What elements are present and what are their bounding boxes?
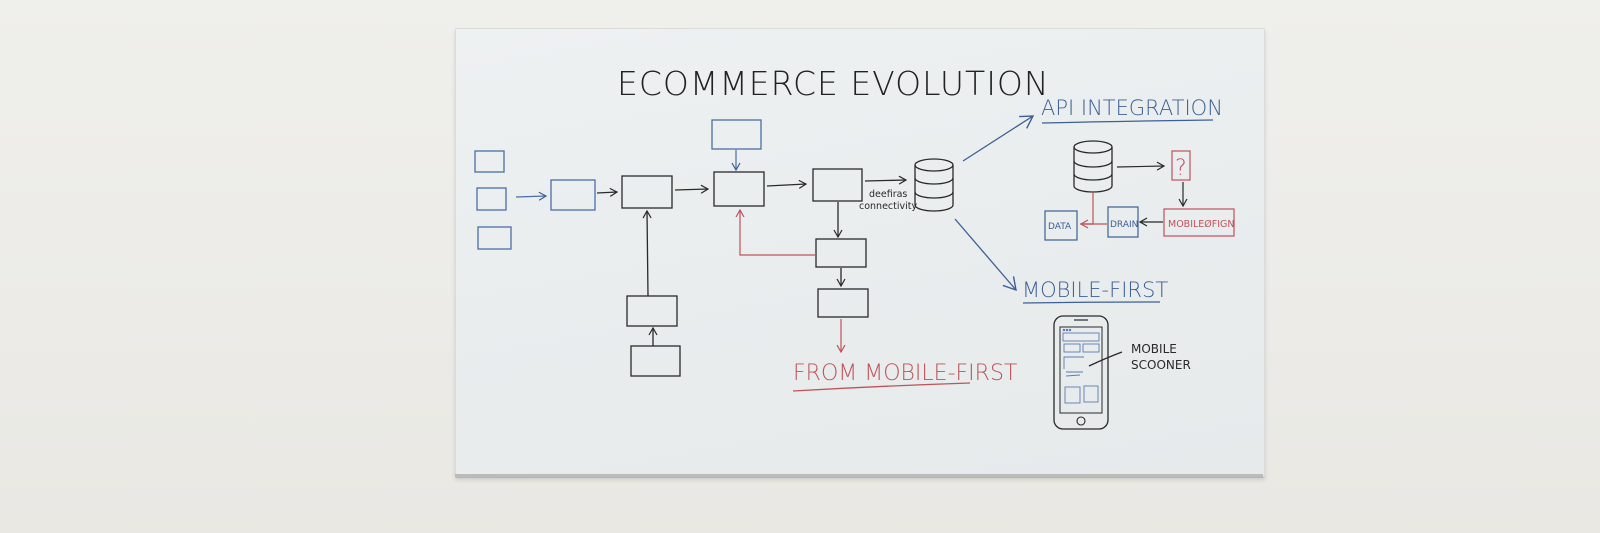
drain-label: DRAIN [1110, 220, 1138, 230]
whiteboard-tray-edge [455, 474, 1263, 477]
flow-box-4 [812, 168, 863, 202]
flow-box-5 [626, 295, 678, 327]
arrow-db-to-question [1116, 161, 1166, 171]
footer-underline [792, 382, 971, 392]
drain-box [1107, 206, 1139, 238]
arrow-box2-to-box3 [674, 184, 710, 194]
smartphone-icon [1053, 315, 1109, 430]
footer-label: FROM MOBILE-FIRST [793, 361, 1017, 386]
flow-box-1 [550, 179, 596, 211]
mobile-first-heading: MOBILE-FIRST [1022, 278, 1168, 302]
phone-label-line2: SCOONER [1131, 358, 1191, 372]
arrow-up-to-box2 [642, 209, 652, 297]
arrow-inputs-to-box1 [515, 191, 548, 201]
database-icon [914, 158, 954, 212]
mobile-design-box [1163, 208, 1235, 237]
input-box-1 [474, 150, 505, 173]
board-title: ECOMMERCE EVOLUTION [617, 64, 1050, 103]
flow-box-3 [713, 171, 765, 207]
mobile-design-label: MOBILEØFIGN [1168, 219, 1235, 230]
data-label: DATA [1048, 222, 1072, 232]
connector-label-line2: connectivity [859, 201, 917, 212]
flow-box-8 [817, 288, 869, 318]
flow-box-7 [815, 238, 867, 268]
api-heading-underline [1041, 119, 1214, 124]
flow-box-2 [621, 175, 673, 209]
phone-label-line1: MOBILE [1131, 342, 1177, 356]
data-box [1044, 210, 1078, 241]
db-to-data-connector [1080, 192, 1094, 225]
question-box [1171, 150, 1191, 181]
arrow-to-mobile-first [954, 218, 1017, 292]
arrow-box3-to-box4 [766, 179, 808, 189]
flow-box-6 [630, 345, 681, 377]
input-box-3 [477, 226, 512, 250]
arrow-box4-to-database [864, 175, 908, 185]
mobile-heading-underline [1022, 301, 1161, 304]
feedback-loop-arrow [735, 208, 816, 256]
input-boxes [474, 150, 512, 250]
question-mark-icon: ? [1175, 156, 1187, 181]
connector-label-line1: deefiras [869, 189, 907, 200]
api-database-icon [1073, 140, 1113, 193]
whiteboard [455, 28, 1265, 477]
phone-callout-line [1088, 351, 1123, 367]
api-integration-heading: API INTEGRATION [1041, 96, 1223, 120]
flow-box-top [711, 119, 762, 150]
arrow-box1-to-box2 [596, 187, 619, 197]
arrow-to-api-integration [962, 115, 1035, 162]
input-box-2 [476, 187, 507, 211]
